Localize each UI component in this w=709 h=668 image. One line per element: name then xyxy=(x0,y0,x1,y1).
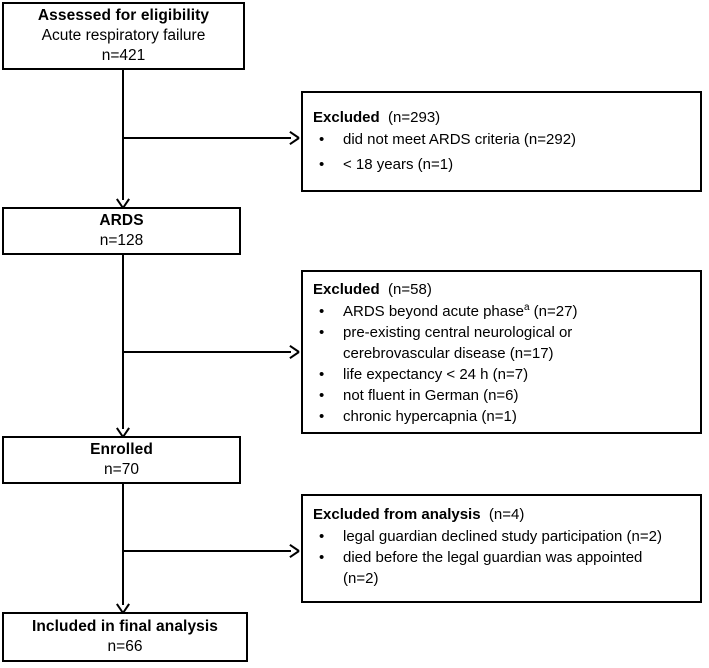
bullet-icon: • xyxy=(319,387,325,404)
bullet-icon: • xyxy=(319,366,325,383)
excluded-2-list: • ARDS beyond acute phasea (n=27) • pre-… xyxy=(313,301,690,427)
node-enrolled: Enrolled n=70 xyxy=(2,436,241,484)
list-item: • pre-existing central neurological or xyxy=(313,322,690,343)
list-item-text: not fluent in German (n=6) xyxy=(343,387,519,404)
bullet-icon: • xyxy=(319,528,325,545)
connector-branch-excluded-2 xyxy=(122,351,291,353)
node-excluded-from-analysis: Excluded from analysis (n=4) • legal gua… xyxy=(301,494,702,603)
connector-assessed-to-ards xyxy=(122,70,124,200)
list-item-text: ARDS beyond acute phase xyxy=(343,303,524,320)
connector-enrolled-to-included xyxy=(122,484,124,605)
list-item: • < 18 years (n=1) xyxy=(313,154,690,175)
excluded-2-heading: Excluded (n=58) xyxy=(313,279,690,300)
ards-count: n=128 xyxy=(99,232,144,249)
excluded-2-count: (n=58) xyxy=(388,281,432,298)
list-item-text: pre-existing central neurological or xyxy=(343,324,573,341)
assessed-subtitle: Acute respiratory failure xyxy=(41,27,206,44)
list-item-text: died before the legal guardian was appoi… xyxy=(343,549,643,566)
list-item: • legal guardian declined study particip… xyxy=(313,526,690,547)
footnote-marker: a xyxy=(523,302,530,313)
node-excluded-after-screening: Excluded (n=293) • did not meet ARDS cri… xyxy=(301,91,702,192)
list-item: • not fluent in German (n=6) xyxy=(313,385,690,406)
list-item-count: (n=27) xyxy=(529,303,578,320)
list-item-text: (n=2) xyxy=(343,570,379,587)
included-title: Included in final analysis xyxy=(31,618,219,635)
excluded-3-label: Excluded from analysis xyxy=(313,506,481,523)
excluded-1-heading: Excluded (n=293) xyxy=(313,107,690,128)
enrolled-count: n=70 xyxy=(104,461,139,478)
list-item-continuation: (n=2) xyxy=(313,568,690,589)
assessed-count: n=421 xyxy=(101,47,146,64)
ards-title: ARDS xyxy=(99,212,144,229)
bullet-icon: • xyxy=(319,324,325,341)
arrowhead-excluded-1 xyxy=(288,131,299,145)
enrolled-title: Enrolled xyxy=(90,441,153,458)
list-item: • died before the legal guardian was app… xyxy=(313,547,690,568)
connector-branch-excluded-1 xyxy=(122,137,291,139)
list-item: • life expectancy < 24 h (n=7) xyxy=(313,364,690,385)
bullet-icon: • xyxy=(319,549,325,566)
list-item: • ARDS beyond acute phasea (n=27) xyxy=(313,301,690,322)
list-item-text: chronic hypercapnia (n=1) xyxy=(343,408,517,425)
excluded-1-count: (n=293) xyxy=(388,109,441,126)
node-included-in-final-analysis: Included in final analysis n=66 xyxy=(2,612,248,662)
list-item: • did not meet ARDS criteria (n=292) xyxy=(313,129,690,150)
excluded-1-list: • did not meet ARDS criteria (n=292) • <… xyxy=(313,129,690,175)
node-ards: ARDS n=128 xyxy=(2,207,241,255)
bullet-icon: • xyxy=(319,131,325,148)
connector-ards-to-enrolled xyxy=(122,255,124,429)
arrowhead-excluded-2 xyxy=(288,345,299,359)
list-item-continuation: cerebrovascular disease (n=17) xyxy=(313,343,690,364)
excluded-3-heading: Excluded from analysis (n=4) xyxy=(313,504,690,525)
bullet-icon: • xyxy=(319,303,325,320)
list-item-text: legal guardian declined study participat… xyxy=(343,528,662,545)
excluded-1-label: Excluded xyxy=(313,109,380,126)
node-assessed-for-eligibility: Assessed for eligibility Acute respirato… xyxy=(2,2,245,70)
bullet-icon: • xyxy=(319,156,325,173)
list-item-text: did not meet ARDS criteria (n=292) xyxy=(343,131,577,148)
excluded-2-label: Excluded xyxy=(313,281,380,298)
node-excluded-before-enrollment: Excluded (n=58) • ARDS beyond acute phas… xyxy=(301,270,702,434)
arrowhead-excluded-3 xyxy=(288,544,299,558)
included-count: n=66 xyxy=(107,638,143,655)
assessed-title: Assessed for eligibility xyxy=(37,7,210,24)
connector-branch-excluded-3 xyxy=(122,550,291,552)
excluded-3-list: • legal guardian declined study particip… xyxy=(313,526,690,589)
list-item-text: cerebrovascular disease (n=17) xyxy=(343,345,554,362)
bullet-icon: • xyxy=(319,408,325,425)
list-item-text: life expectancy < 24 h (n=7) xyxy=(343,366,529,383)
list-item-text: < 18 years (n=1) xyxy=(343,156,454,173)
list-item: • chronic hypercapnia (n=1) xyxy=(313,406,690,427)
excluded-3-count: (n=4) xyxy=(488,506,525,523)
